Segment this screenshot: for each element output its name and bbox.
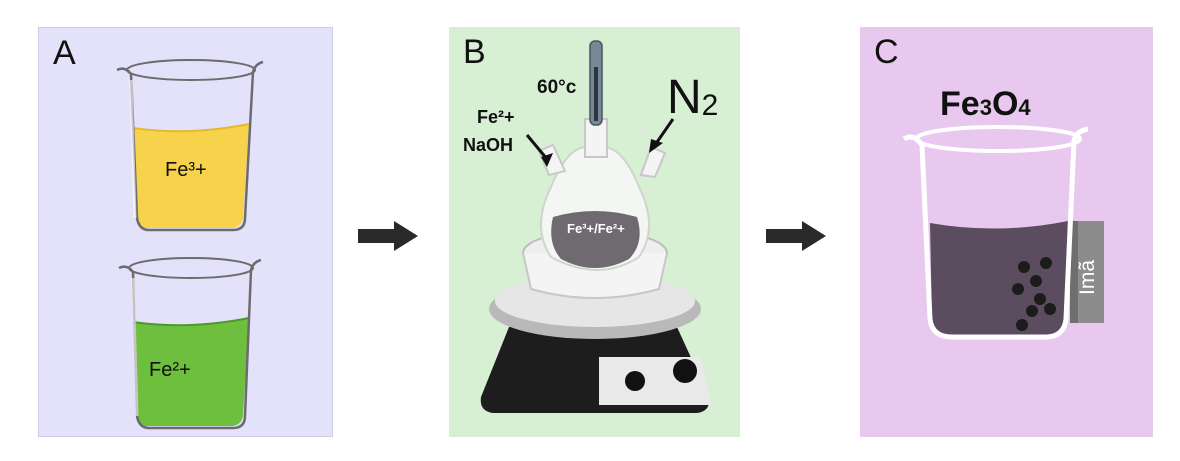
panel-a-art: Fe³+ Fe²+ <box>116 59 264 430</box>
flask-content-label: Fe³+/Fe²+ <box>567 221 625 236</box>
beaker-fe3-label: Fe³+ <box>165 159 207 181</box>
beaker-icon <box>118 257 262 430</box>
arrow-right-icon <box>766 221 826 251</box>
panel-a: A Fe³+ Fe²+ <box>38 27 333 437</box>
panel-a-letter: A <box>53 34 76 72</box>
panel-b-art: 60°c Fe²+ NaOH N2 Fe³+/Fe²+ <box>463 40 718 413</box>
panel-c-art: Fe3O4 Imã <box>902 85 1104 340</box>
panel-c-letter: C <box>874 33 899 71</box>
gas-n2-label: N2 <box>667 71 718 124</box>
beaker-icon <box>902 125 1089 340</box>
beaker-icon <box>116 59 264 232</box>
magnet-label: Imã <box>1076 260 1099 295</box>
beaker-fe2-label: Fe²+ <box>149 359 191 381</box>
panel-b-letter: B <box>463 33 486 71</box>
thermometer-icon <box>589 40 603 126</box>
reagent-fe2-label: Fe²+ <box>477 107 515 127</box>
arrow-right-icon <box>358 221 418 251</box>
product-formula: Fe3O4 <box>940 85 1031 123</box>
panel-b: B 60°c Fe <box>449 27 740 437</box>
reagent-naoh-label: NaOH <box>463 135 513 155</box>
three-neck-flask-icon <box>537 118 667 271</box>
magnet-icon <box>1070 221 1104 323</box>
nanoparticle-icon <box>1012 257 1056 331</box>
temperature-label: 60°c <box>537 77 577 98</box>
panel-c: C Fe3O4 Imã <box>860 27 1153 437</box>
